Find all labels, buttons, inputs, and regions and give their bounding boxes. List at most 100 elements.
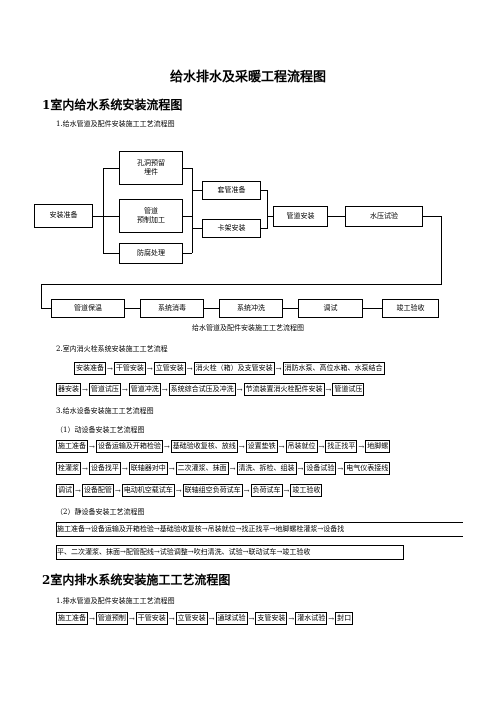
flow-step: 联轴组空负荷试车 xyxy=(182,484,243,497)
box-debug: 调试 xyxy=(298,299,363,318)
subheading-fire-hydrant: 2.室内消火栓系统安装施工工艺流程 xyxy=(56,345,168,353)
arrow: → xyxy=(82,385,88,394)
section1-heading: 1室内给水系统安装流程图 xyxy=(42,98,183,112)
arrow: → xyxy=(283,486,290,495)
flow-step: 基础验收复核、放线 xyxy=(170,440,238,453)
fire-row-2: 器安装→管道试压→管道冲洗→系统综合试压及冲洗→节流装置消火栓配件安装→管道试压 xyxy=(56,383,365,396)
box-pressure-test: 水压试验 xyxy=(345,206,423,227)
drainage-row: 施工准备→管道预制→干管安装→立管安装→通球试验→支管安装→灌水试验→封口 xyxy=(56,612,354,625)
box-holes-line2: 埋件 xyxy=(144,168,158,176)
connector xyxy=(103,168,104,253)
arrow: → xyxy=(278,442,285,451)
arrow: → xyxy=(275,364,282,373)
subheading-equipment: 3.给水设备安装施工工艺流程图 xyxy=(56,407,154,415)
flow-step: 消防水泵、高位水箱、水泵结合 xyxy=(282,362,385,375)
flow-step: 管道冲洗 xyxy=(128,383,161,396)
connector xyxy=(41,308,51,309)
connector xyxy=(422,216,442,217)
connector xyxy=(192,228,202,229)
flow-step: 安装准备 xyxy=(74,362,106,375)
connector xyxy=(182,216,192,217)
connector xyxy=(103,216,119,217)
flow-step: 设备配管 xyxy=(81,484,114,497)
dynamic-row-3: 调试→设备配管→电动机空载试车→联轴组空负荷试车→负荷试车→竣工验收 xyxy=(56,484,323,497)
document-title: 给水排水及采暖工程流程图 xyxy=(169,70,326,85)
flow-step: 设备试验 xyxy=(304,462,337,475)
flow-step: 干管安装 xyxy=(113,362,146,375)
static-row-1: 施工准备→设备运输及开箱检验→基础验收复核→吊装就位→找正找平→地脚螺栓灌浆→设… xyxy=(56,522,463,537)
connector xyxy=(267,216,273,217)
arrow: → xyxy=(186,364,193,373)
flow-step: 管道试压 xyxy=(332,383,365,396)
flow-step: 电气仪表接线 xyxy=(344,462,391,475)
flow-step: 吊装就位 xyxy=(285,440,318,453)
flow-step: 调试 xyxy=(56,484,74,497)
connector xyxy=(260,228,267,229)
arrow: → xyxy=(325,385,332,394)
arrow: → xyxy=(175,486,182,495)
box-pipe-line2: 预制加工 xyxy=(137,216,165,224)
box-pipe-install: 管道安装 xyxy=(273,206,328,227)
static-row-2: 平、二次灌浆、抹面→配管配线→试验调整→吹扫清洗、试验→联动试车→竣工验收 xyxy=(56,545,404,560)
flowchart-caption: 给水管道及配件安装施工工艺流程图 xyxy=(192,324,304,332)
dynamic-row-2: 栓灌浆→设备找平→联轴器对中→二次灌浆、抹面→清洗、拆检、组装→设备试验→电气仪… xyxy=(56,462,391,475)
connector xyxy=(282,308,298,309)
arrow: → xyxy=(328,614,335,623)
flow-step: 消火栓（箱）及支管安装 xyxy=(193,362,275,375)
arrow: → xyxy=(121,464,128,473)
arrow: → xyxy=(238,442,245,451)
box-insulation: 管道保温 xyxy=(51,299,125,318)
box-acceptance: 竣工验收 xyxy=(382,299,439,318)
flow-step: 栓灌浆 xyxy=(56,462,81,475)
flow-step: 二次灌浆、抹面 xyxy=(175,462,229,475)
flow-step: 立管安装 xyxy=(153,362,186,375)
arrow: → xyxy=(82,464,88,473)
flow-step: 管道试压 xyxy=(88,383,121,396)
flow-step: 设置垫铁 xyxy=(245,440,278,453)
arrow: → xyxy=(236,385,243,394)
flow-step: 施工准备 xyxy=(56,612,88,625)
flow-step: 节流装置消火栓配件安装 xyxy=(243,383,325,396)
arrow: → xyxy=(114,486,121,495)
box-install-prep: 安装准备 xyxy=(34,204,93,228)
connector xyxy=(92,216,103,217)
connector xyxy=(182,168,192,169)
flow-step: 清洗、拆检、组装 xyxy=(236,462,297,475)
arrow: → xyxy=(89,442,95,451)
box-holes-embedded: 孔洞预留 埋件 xyxy=(119,151,183,185)
box-holes-line1: 孔洞预留 xyxy=(137,158,165,167)
flow-step: 找正找平 xyxy=(325,440,358,453)
subheading-drainage: 1.排水管道及配件安装施工工艺流程图 xyxy=(56,597,175,605)
connector xyxy=(124,308,140,309)
flow-step: 竣工验收 xyxy=(290,484,323,497)
arrow: → xyxy=(337,464,344,473)
subheading-dynamic: （1）动设备安装工艺流程图 xyxy=(56,426,145,434)
flow-step: 地脚螺 xyxy=(365,440,391,453)
arrow: → xyxy=(146,364,153,373)
arrow: → xyxy=(229,464,236,473)
connector xyxy=(203,308,219,309)
connector xyxy=(41,284,442,285)
connector xyxy=(103,253,119,254)
flow-step: 施工准备 xyxy=(56,440,88,453)
box-anticorrosion: 防腐处理 xyxy=(119,243,183,264)
arrow: → xyxy=(168,464,175,473)
section2-heading: 2室内排水系统安装施工工艺流程图 xyxy=(42,573,231,587)
connector xyxy=(182,253,192,254)
arrow: → xyxy=(248,614,255,623)
flow-step: 设备找平 xyxy=(88,462,121,475)
arrow: → xyxy=(107,364,113,373)
flow-step: 干管安装 xyxy=(135,612,168,625)
box-disinfection: 系统消毒 xyxy=(140,299,204,318)
arrow: → xyxy=(358,442,365,451)
connector xyxy=(327,216,345,217)
fire-row-1: 安装准备→干管安装→立管安装→消火栓（箱）及支管安装→消防水泵、高位水箱、水泵结… xyxy=(74,362,385,375)
subheading-static: （2）静设备安装工艺流程图 xyxy=(56,508,145,516)
flow-step: 支管安装 xyxy=(255,612,288,625)
box-pipe-line1: 管道 xyxy=(144,206,158,215)
arrow: → xyxy=(288,614,295,623)
arrow: → xyxy=(128,614,135,623)
connector xyxy=(267,190,268,229)
flow-step: 通球试验 xyxy=(215,612,248,625)
arrow: → xyxy=(168,614,175,623)
